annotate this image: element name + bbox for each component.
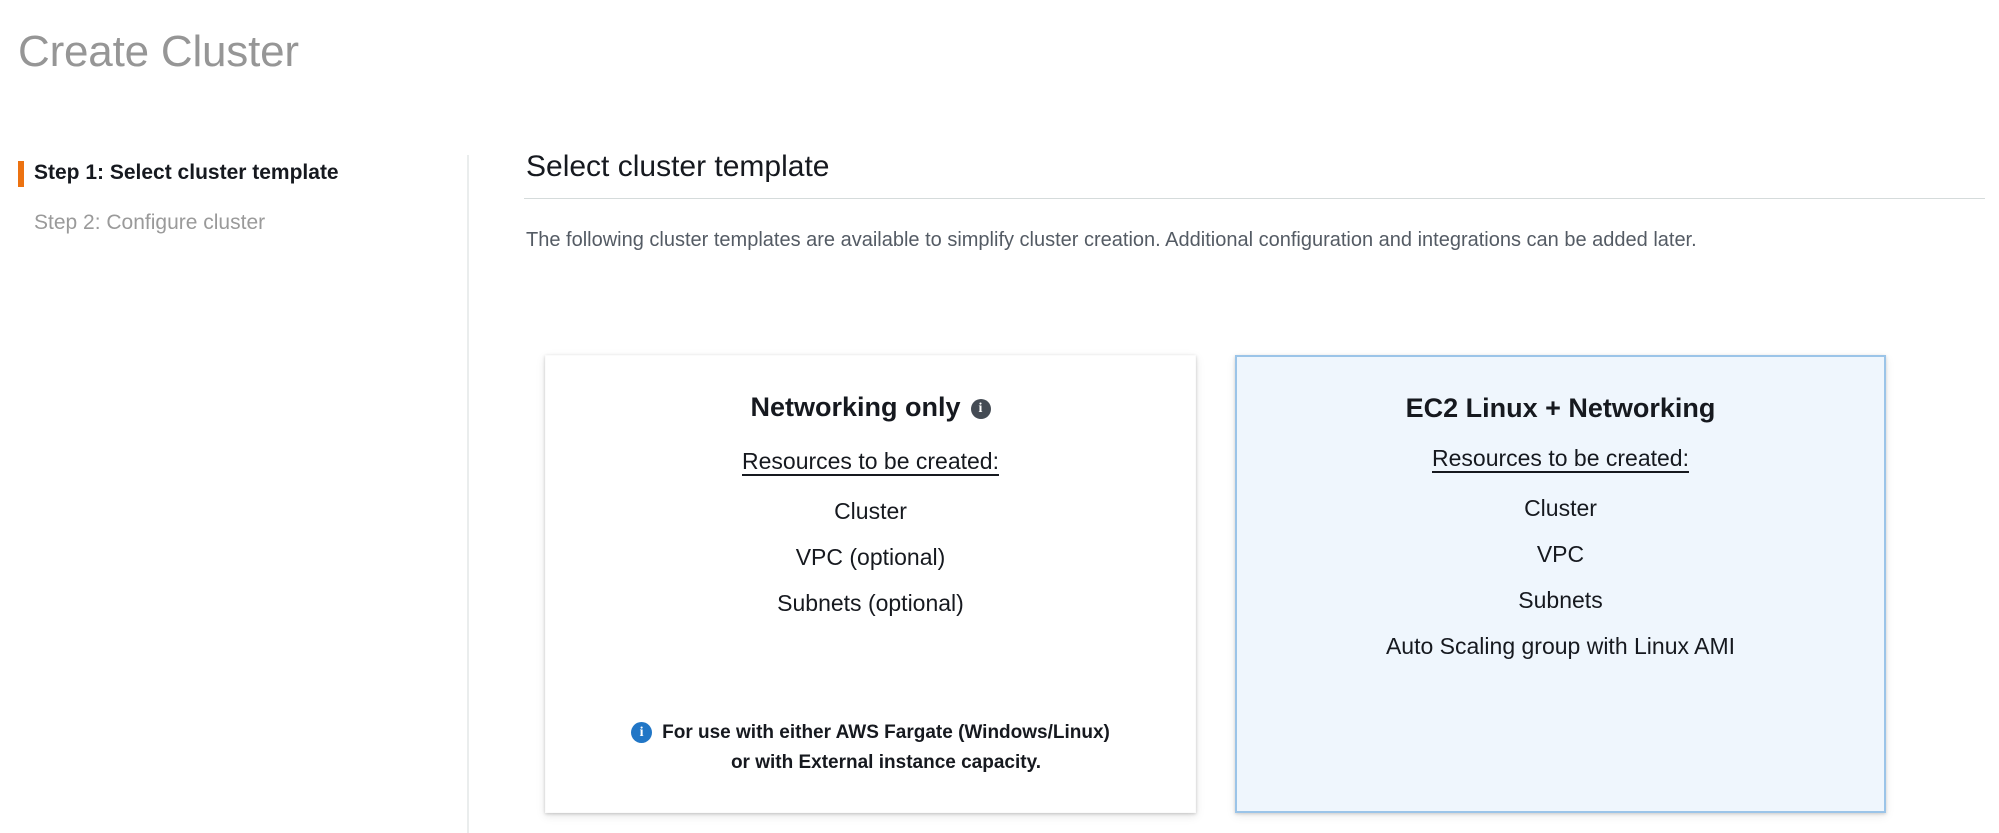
resources-subtitle: Resources to be created: <box>742 448 999 474</box>
sidebar-item-step-1-label: Step 1: Select cluster template <box>34 161 339 184</box>
template-card-title: Networking only <box>750 392 961 422</box>
template-card-title: EC2 Linux + Networking <box>1405 393 1716 423</box>
page-title: Create Cluster <box>18 27 299 76</box>
wizard-step-sidebar: Step 1: Select cluster template Step 2: … <box>0 148 468 833</box>
template-card-row: Networking only i Resources to be create… <box>545 355 1886 813</box>
sidebar-item-step-1[interactable]: Step 1: Select cluster template <box>0 160 468 187</box>
sidebar-item-step-2[interactable]: Step 2: Configure cluster <box>0 210 468 236</box>
section-divider <box>524 198 1985 199</box>
sidebar-item-step-2-label: Step 2: Configure cluster <box>34 211 266 234</box>
template-card-title-row: Networking only i <box>750 384 991 430</box>
card-note-line-1: For use with either AWS Fargate (Windows… <box>662 722 1110 743</box>
list-item: Subnets (optional) <box>777 590 964 616</box>
template-card-networking-only[interactable]: Networking only i Resources to be create… <box>545 355 1196 813</box>
main-content: Select cluster template The following cl… <box>524 148 1999 833</box>
resource-list: Cluster VPC (optional) Subnets (optional… <box>570 496 1171 634</box>
resources-subtitle: Resources to be created: <box>1432 445 1689 471</box>
section-heading: Select cluster template <box>526 150 830 183</box>
list-item: Subnets <box>1518 587 1603 613</box>
card-note-text: For use with either AWS Fargate (Windows… <box>662 718 1110 778</box>
sidebar-divider <box>467 155 469 833</box>
info-icon[interactable]: i <box>970 399 991 419</box>
list-item: VPC <box>1536 541 1585 567</box>
resource-list: Cluster VPC Subnets Auto Scaling group w… <box>1261 493 1860 677</box>
list-item: VPC (optional) <box>795 544 946 570</box>
template-card-ec2-linux-networking[interactable]: EC2 Linux + Networking Resources to be c… <box>1235 355 1886 813</box>
section-description: The following cluster templates are avai… <box>526 229 1697 251</box>
list-item: Cluster <box>1524 495 1597 521</box>
list-item: Auto Scaling group with Linux AMI <box>1385 633 1736 659</box>
list-item: Cluster <box>834 498 907 524</box>
info-icon: i <box>631 722 653 743</box>
card-note-line-2: or with External instance capacity. <box>730 752 1042 773</box>
card-note: i For use with either AWS Fargate (Windo… <box>631 718 1110 778</box>
